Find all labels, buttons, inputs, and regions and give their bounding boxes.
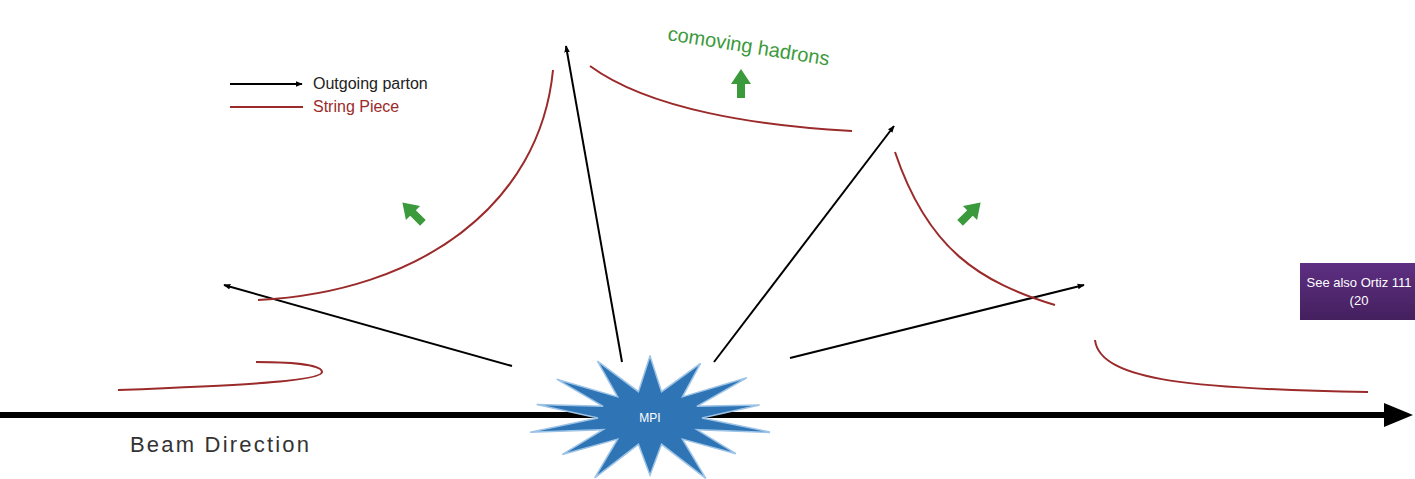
legend-label: String Piece <box>313 97 399 117</box>
string-piece <box>1095 340 1368 392</box>
legend-line-sample <box>230 107 303 108</box>
mpi-starburst: MPI <box>530 355 770 479</box>
hadron-arrow <box>953 195 988 230</box>
starburst-outline <box>530 356 770 478</box>
parton-arrow <box>566 46 622 362</box>
mpi-label: MPI <box>639 410 660 426</box>
string-piece <box>590 66 852 131</box>
hadron-arrow <box>731 69 751 98</box>
reference-note: See also Ortiz 111 (20 <box>1306 274 1412 309</box>
string-pieces <box>118 66 1368 392</box>
reference-box: See also Ortiz 111 (20 <box>1300 263 1415 320</box>
parton-arrow <box>714 126 894 362</box>
string-piece <box>895 152 1055 305</box>
hadron-label: comoving hadrons <box>666 22 831 70</box>
axis-label: Beam Direction <box>130 432 311 458</box>
string-piece <box>118 362 322 390</box>
string-piece <box>258 70 553 300</box>
parton-arrow <box>224 285 512 366</box>
legend-label: Outgoing parton <box>313 74 428 94</box>
hadron-arrows <box>395 69 987 230</box>
parton-arrow <box>790 285 1084 358</box>
legend-arrow-sample <box>230 84 302 85</box>
parton-arrows <box>224 46 1084 366</box>
hadron-arrow <box>395 195 430 230</box>
